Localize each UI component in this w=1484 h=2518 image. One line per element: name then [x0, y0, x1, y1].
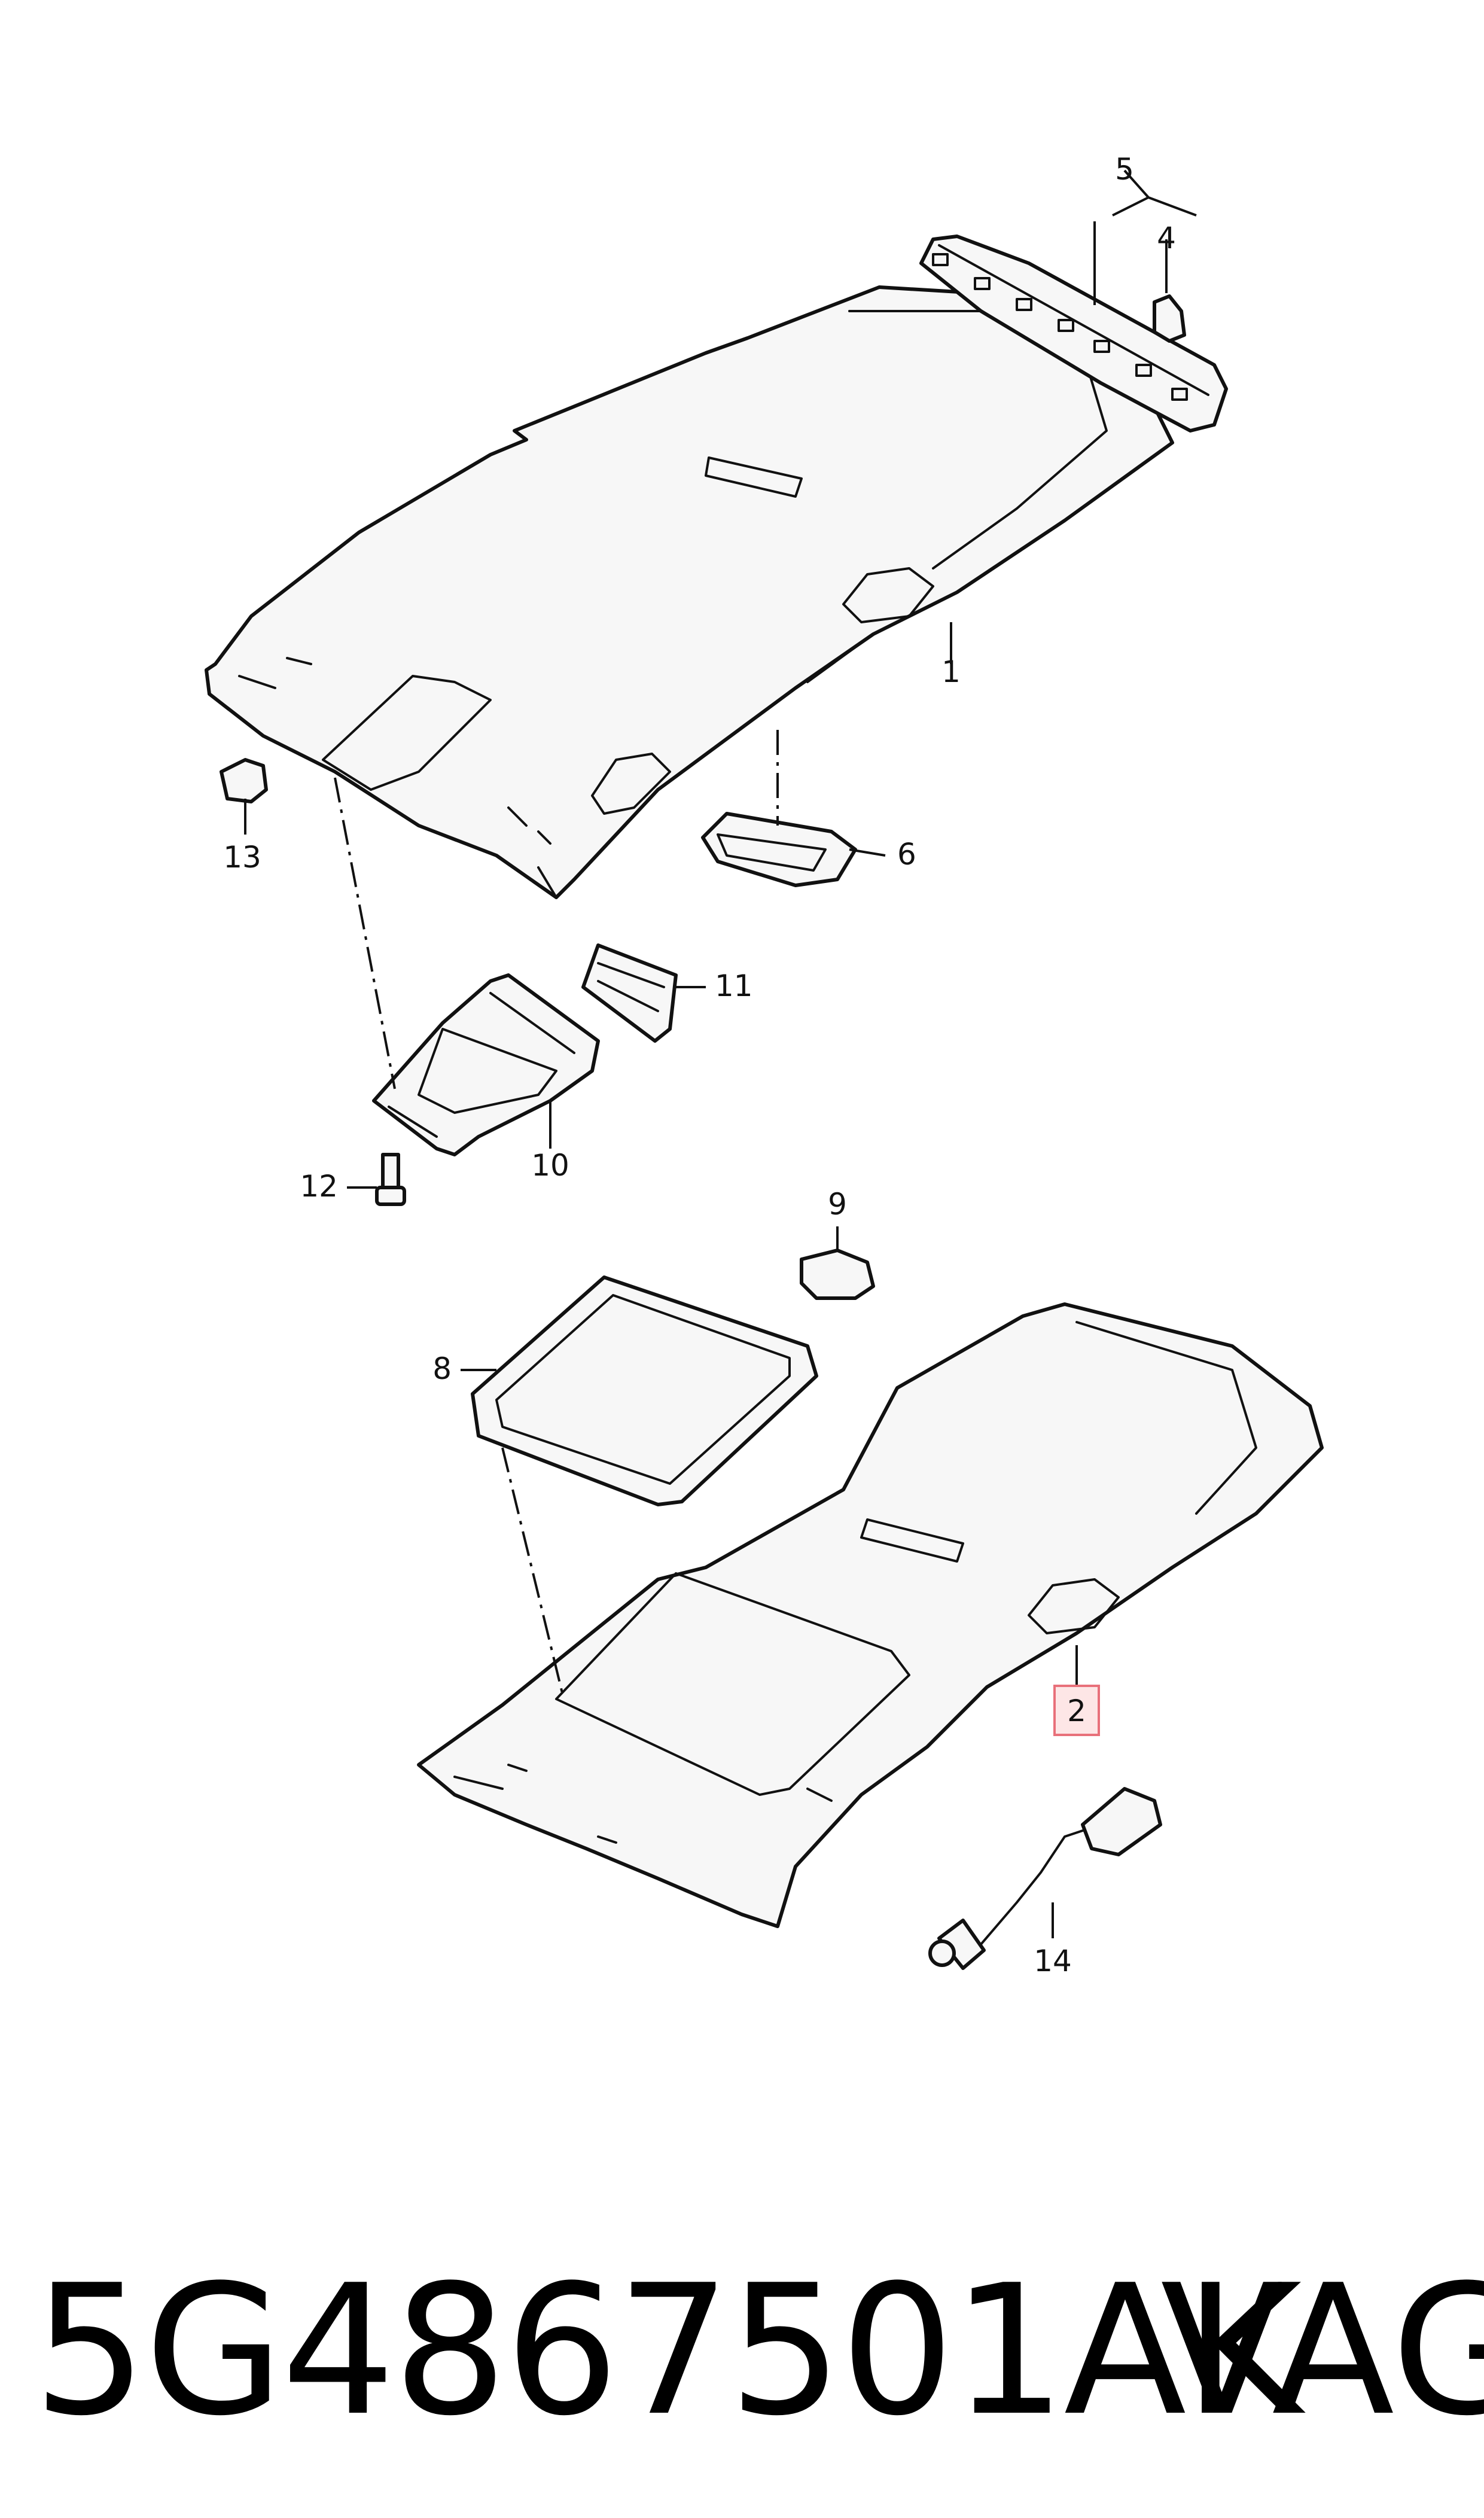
part-number: 5G4867501AK	[33, 2246, 1302, 2455]
callout-11: 11	[715, 969, 753, 1003]
cover-part-11	[581, 943, 678, 1043]
callout-8: 8	[432, 1351, 452, 1386]
callout-14: 14	[1034, 1944, 1072, 1978]
leader-lines	[244, 169, 1197, 1938]
callout-9: 9	[828, 1187, 847, 1222]
roof-rail-part-5	[919, 235, 1228, 433]
clip-part-4	[1153, 294, 1186, 343]
headliner-part-1	[205, 285, 1174, 899]
bezel-part-6	[701, 812, 857, 887]
headliner-part-2	[417, 1302, 1324, 1928]
footer: 5G4867501AK VAG	[0, 2225, 1484, 2477]
callout-4: 4	[1157, 221, 1176, 255]
callout-1: 1	[941, 654, 961, 689]
callout-10: 10	[531, 1148, 569, 1183]
wire-harness-part-14	[928, 1787, 1162, 1970]
clip-part-9	[800, 1249, 875, 1300]
callout-5: 5	[1115, 152, 1134, 187]
screw-part-12	[375, 1153, 406, 1206]
callout-2-highlight	[1053, 1685, 1100, 1736]
seal-frame-part-8	[471, 1275, 818, 1506]
exploded-parts-diagram: 5 4 1 6 13 11 10 12 9 8 2 14	[205, 152, 1324, 1978]
brand-name: VAG	[1160, 2246, 1484, 2455]
callout-12: 12	[300, 1169, 338, 1204]
clip-part-13	[220, 758, 268, 803]
callout-6: 6	[897, 837, 916, 872]
callout-13: 13	[223, 840, 261, 875]
callout-2: 2	[1067, 1694, 1086, 1728]
console-part-10	[372, 973, 600, 1156]
